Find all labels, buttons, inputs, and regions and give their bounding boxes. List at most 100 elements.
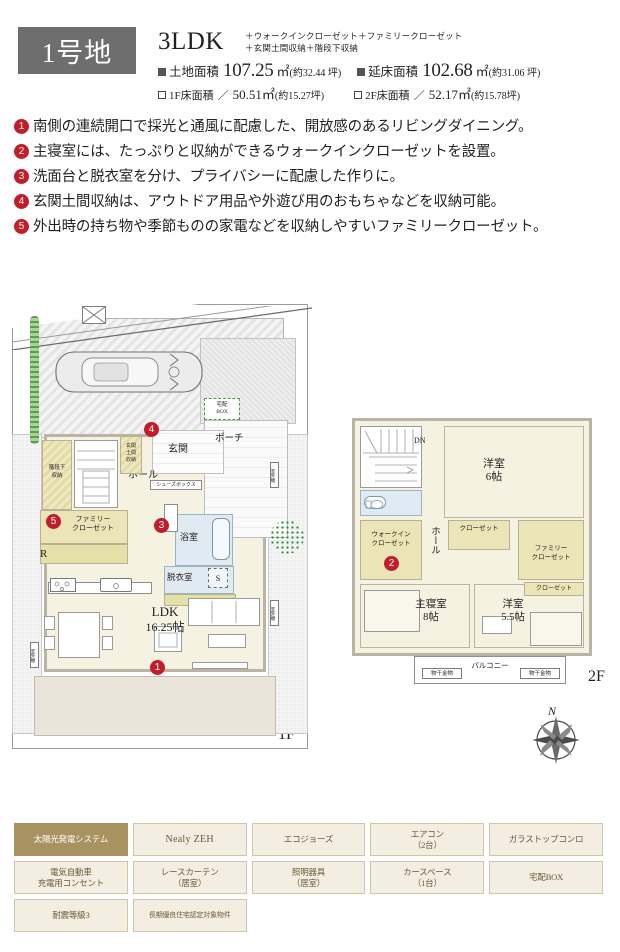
porch-label: ポーチ [215, 434, 244, 444]
feature-text-4: 玄関土間収納は、アウトドア用品や外遊び用のおもちゃなどを収納可能。 [33, 194, 505, 210]
spec-cell-lighting: 照明器具 （居室） [251, 861, 366, 894]
toilet-icon [364, 496, 386, 509]
list-item: 1 南側の連続開口で採光と通風に配慮した、開放感のあるリビングダイニング。 [14, 115, 614, 140]
spec-cell-ev-outlet: 電気自動車 充電用コンセント [14, 861, 128, 894]
total-floor-area-value: 102.68 [422, 60, 473, 81]
ldk-name: LDK [151, 604, 179, 619]
bed-icon [530, 612, 582, 646]
bed-icon [364, 590, 420, 632]
spec-cell-seismic-grade: 耐震等級3 [14, 899, 128, 932]
gate-post-icon [82, 306, 106, 324]
floor1-area-separator: ／ [217, 90, 229, 102]
list-item: 4 玄関土間収納は、アウトドア用品や外遊び用のおもちゃなどを収納可能。 [14, 190, 614, 215]
staircase-2f [360, 426, 422, 488]
land-area-label: 土地面積 [169, 65, 220, 79]
delivery-box-label: 宅配 BOX [204, 398, 240, 420]
feature-marker-1: 1 [14, 119, 29, 134]
room-55jo-label: 洋室 5.5帖 [476, 598, 550, 624]
closet-a-2f [448, 520, 510, 550]
outdoor-unit-label: 室外機 [270, 462, 279, 488]
floor2-area-value: 52.17㎡ [428, 87, 471, 102]
spec-cell-lace-curtain: レースカーテン （居室） [132, 861, 247, 894]
closet-a-label: クローゼット [459, 525, 499, 532]
refrigerator-label: R [40, 548, 48, 560]
family-closet-label-2f: ファミリー クローゼット [531, 545, 571, 561]
drying-hardware-label: 物干金物 [422, 668, 462, 679]
floor-label-2f: 2F [588, 668, 605, 685]
total-floor-area-tsubo: (約31.06 坪) [488, 68, 541, 79]
land-area-value: 107.25 [223, 60, 274, 81]
spec-cell-delivery-box: 宅配BOX [489, 861, 603, 894]
sink-icon [100, 578, 132, 592]
shrub-icon [270, 520, 304, 554]
filled-square-icon [357, 68, 366, 76]
master-bedroom-name: 主寝室 [415, 599, 447, 610]
lot-number-badge: 1号地 [18, 27, 136, 74]
armchair-icon [154, 626, 182, 652]
compass-north-label: N [548, 704, 557, 718]
closet-b-label: クローゼット [524, 582, 584, 596]
family-closet-2f [518, 520, 584, 580]
feature-marker-2: 2 [14, 144, 29, 159]
dining-table-icon [58, 612, 100, 658]
floor-plan-2f: DN ウォークイン クローゼット ホール 洋室 6帖 クローゼット ファミリー … [352, 418, 614, 768]
entrance-area [152, 430, 224, 474]
balcony-label: バルコニー [471, 661, 509, 670]
spec-cell-solar: 太陽光発電システム [14, 823, 128, 856]
feature-text-5: 外出時の持ち物や季節ものの家電などを収納しやすいファミリークローゼット。 [33, 219, 548, 235]
drying-hardware-label: 物干金物 [520, 668, 560, 679]
stairs-down-label: DN [414, 436, 426, 445]
floor-plans: 道路 ポーチ 玄関 宅配 BOX シューズボックス [0, 282, 620, 792]
family-closet-shelf-1f [40, 544, 128, 564]
walk-in-closet-label: ウォークイン クローゼット [371, 531, 411, 547]
area-row-secondary: 1F床面積 ／ 50.51㎡ (約15.27坪) 2F床面積 ／ 52.17㎡ … [158, 84, 613, 102]
floor-plan-1f: 道路 ポーチ 玄関 宅配 BOX シューズボックス [12, 282, 312, 774]
bathroom-label: 浴室 [180, 532, 199, 542]
hall-label-1f: ホール [128, 470, 158, 481]
family-closet-label-1f: ファミリー クローゼット [72, 515, 114, 532]
spec-cell-long-term-housing: 長期優良住宅認定対象物件 [132, 899, 247, 932]
coffee-table-icon [208, 634, 246, 648]
feature-marker-3: 3 [14, 169, 29, 184]
open-square-icon [354, 91, 363, 99]
outdoor-unit-label: 室外機 [270, 600, 279, 626]
list-item: 3 洗面台と脱衣室を分け、プライバシーに配慮した作りに。 [14, 165, 614, 190]
total-floor-area-label: 延床面積 [368, 65, 419, 79]
plan-marker-3: 3 [154, 518, 169, 533]
feature-text-3: 洗面台と脱衣室を分け、プライバシーに配慮した作りに。 [33, 169, 404, 185]
master-bedroom-size: 8帖 [423, 612, 439, 623]
land-area-tsubo: (約32.44 坪) [289, 68, 342, 79]
under-stairs-storage-label: 階段下 収納 [42, 440, 72, 510]
entrance-label: 玄関 [168, 444, 188, 455]
list-item: 5 外出時の持ち物や季節ものの家電などを収納しやすいファミリークローゼット。 [14, 215, 614, 240]
open-square-icon [158, 91, 166, 99]
floor1-area-value: 50.51㎡ [232, 87, 275, 102]
plan-marker-2: 2 [384, 556, 399, 571]
floor2-area-tsubo: (約15.78坪) [470, 91, 521, 102]
road-boundary-line [12, 306, 312, 350]
floor2-area-label: 2F床面積 [365, 90, 410, 102]
area-row-primary: 土地面積 107.25 ㎡ (約32.44 坪) 延床面積 102.68 ㎡ (… [158, 60, 613, 82]
sofa-icon [188, 598, 260, 626]
feature-list: 1 南側の連続開口で採光と通風に配慮した、開放感のあるリビングダイニング。 2 … [14, 115, 614, 240]
room-6jo-name: 洋室 [483, 458, 505, 470]
plan-type-label: 3LDK [158, 28, 224, 55]
plan-header: 1号地 3LDK ＋ウォークインクローゼット＋ファミリークローゼット ＋玄関土間… [0, 0, 620, 108]
spec-cell-glass-top-stove: ガラストップコンロ [489, 823, 603, 856]
land-area-unit: ㎡ [276, 64, 290, 79]
room-55jo-size: 5.5帖 [501, 612, 525, 623]
dressing-room-label: 脱衣室 [167, 572, 193, 582]
entrance-doma-storage-label: 玄関 土間 収納 [120, 436, 142, 474]
room-55jo-name: 洋室 [502, 599, 524, 610]
room-6jo-size: 6帖 [485, 471, 503, 483]
outdoor-unit-label: 室外機 [30, 642, 39, 668]
car-icon [55, 351, 203, 393]
staircase-1f [74, 440, 118, 508]
garden-area [34, 676, 276, 736]
compass-rose-icon [532, 716, 580, 764]
plan-marker-5: 5 [46, 514, 61, 529]
feature-text-2: 主寝室には、たっぷりと収納ができるウォークインクローゼットを設置。 [33, 144, 505, 160]
room-6jo-label: 洋室 6帖 [444, 458, 544, 484]
feature-marker-5: 5 [14, 219, 29, 234]
list-item: 2 主寝室には、たっぷりと収納ができるウォークインクローゼットを設置。 [14, 140, 614, 165]
